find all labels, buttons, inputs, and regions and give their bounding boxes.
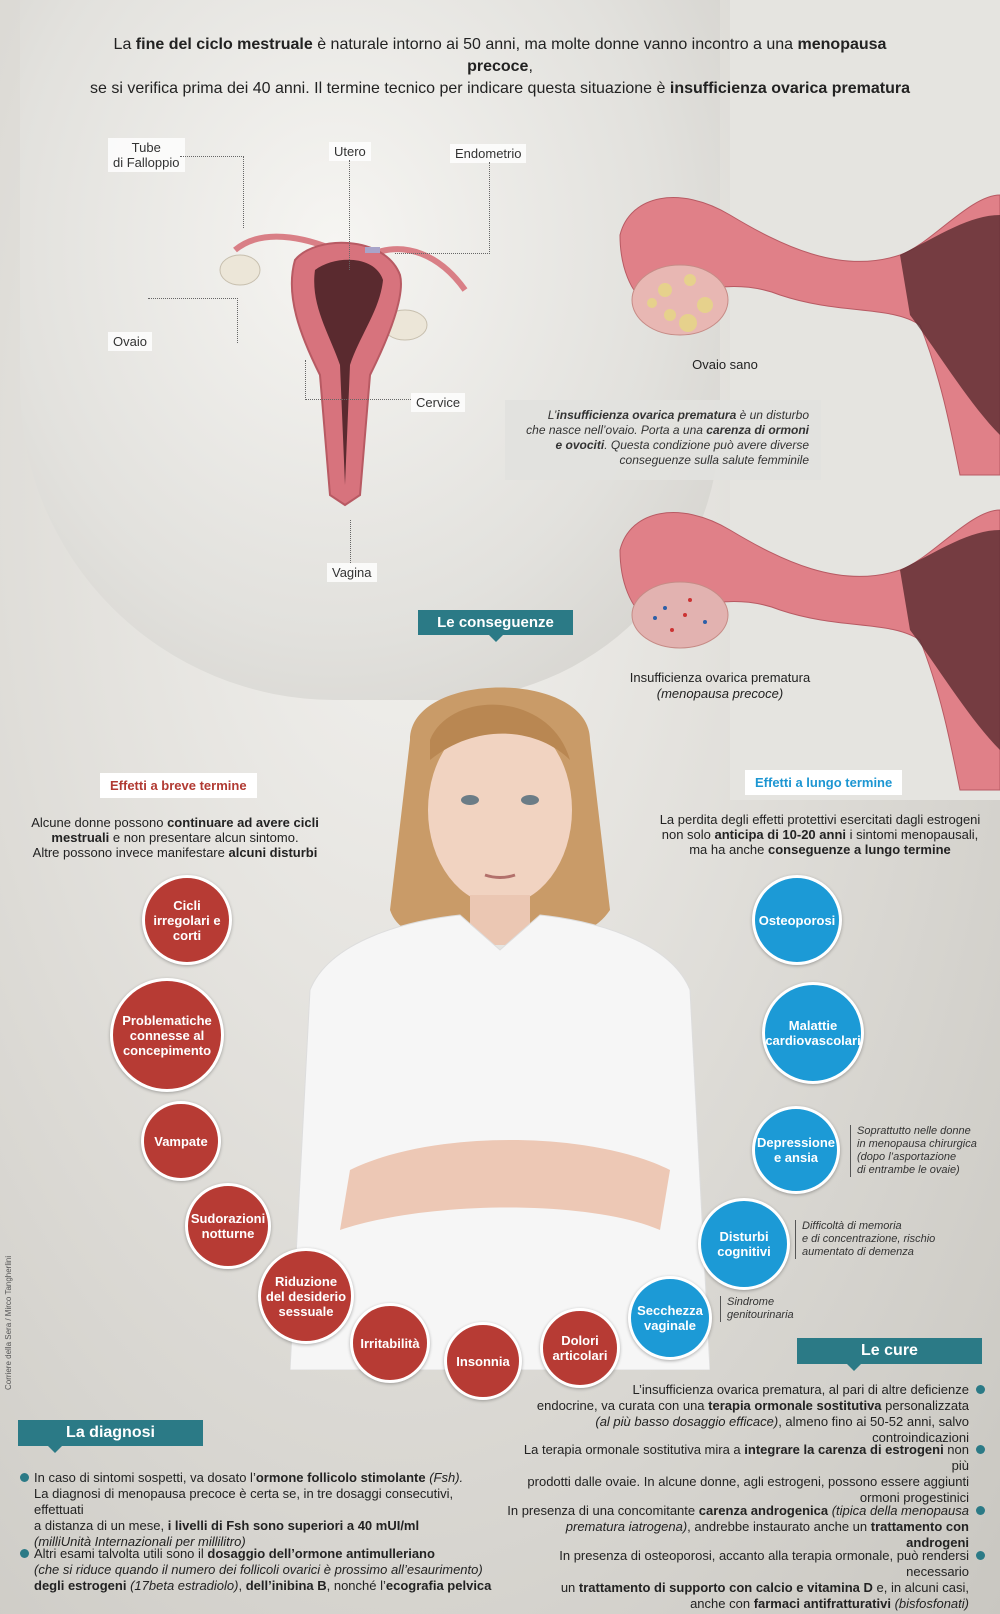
effect-dolori-articolari: Dolori articolari	[540, 1308, 620, 1388]
diagnosi-bullet-2: Altri esami talvolta utili sono il dosag…	[20, 1546, 500, 1594]
label-cervice: Cervice	[411, 393, 466, 412]
credit: Corriere della Sera / Mirco Tangherlini	[4, 1255, 13, 1390]
effect-osteoporosi: Osteoporosi	[752, 875, 842, 965]
effect-insonnia: Insonnia	[444, 1322, 522, 1400]
note-cognitivi: Difficoltà di memoria e di concentrazion…	[795, 1220, 935, 1259]
label-vagina: Vagina	[327, 563, 377, 582]
label-utero: Utero	[329, 142, 371, 161]
diagnosi-tag: La diagnosi	[18, 1420, 203, 1453]
leader-vagina	[350, 520, 351, 563]
short-term-tag: Effetti a breve termine	[100, 773, 257, 798]
info-box: L’insufficienza ovarica prematura è un d…	[505, 400, 821, 480]
leader-tube	[180, 156, 244, 228]
healthy-ovary-illustration	[619, 194, 1000, 476]
note-depressione: Soprattutto nelle donne in menopausa chi…	[850, 1125, 977, 1177]
caption-pof-ovary: Insufficienza ovarica prematura(menopaus…	[629, 670, 811, 701]
consequences-tag: Le conseguenze	[418, 610, 573, 642]
uterus-illustration	[219, 233, 468, 507]
note-secchezza: Sindrome genitourinaria	[720, 1296, 794, 1322]
effect-cardiovascolari: Malattie cardiovascolari	[762, 982, 864, 1084]
woman-illustration	[290, 687, 710, 1370]
long-term-tag: Effetti a lungo termine	[745, 770, 903, 795]
caption-healthy-ovary: Ovaio sano	[692, 357, 758, 372]
effect-vampate: Vampate	[141, 1101, 221, 1181]
effect-depressione: Depressione e ansia	[752, 1106, 840, 1194]
cure-bullet-2: La terapia ormonale sostitutiva mira a i…	[505, 1442, 985, 1506]
effect-cicli-irregolari: Cicli irregolari e corti	[142, 875, 232, 965]
cure-tag: Le cure	[797, 1338, 982, 1371]
effect-concepimento: Problematiche connesse al concepimento	[110, 978, 224, 1092]
label-endometrio: Endometrio	[450, 144, 527, 163]
diagnosi-bullet-1: In caso di sintomi sospetti, va dosato l…	[20, 1470, 500, 1550]
leader-cervice	[305, 360, 411, 400]
leader-ovaio	[148, 298, 238, 343]
label-ovaio: Ovaio	[108, 332, 152, 351]
effect-irritabilita: Irritabilità	[350, 1303, 430, 1383]
effect-cognitivi: Disturbi cognitivi	[698, 1198, 790, 1290]
cure-bullet-4: In presenza di osteoporosi, accanto alla…	[505, 1548, 985, 1612]
cure-bullet-3: In presenza di una concomitante carenza …	[505, 1503, 985, 1551]
pof-ovary-illustration	[619, 509, 1000, 791]
effect-secchezza: Secchezza vaginale	[628, 1276, 712, 1360]
leader-utero	[349, 160, 350, 270]
headline: La fine del ciclo mestruale è naturale i…	[90, 36, 910, 97]
cure-bullet-1: L’insufficienza ovarica prematura, al pa…	[505, 1382, 985, 1446]
long-term-intro: La perdita degli effetti protettivi eser…	[659, 812, 981, 857]
leader-endometrio	[395, 162, 490, 254]
short-term-intro: Alcune donne possono continuare ad avere…	[31, 815, 319, 860]
effect-sudorazioni: Sudorazioni notturne	[185, 1183, 271, 1269]
effect-desiderio: Riduzione del desiderio sessuale	[258, 1248, 354, 1344]
